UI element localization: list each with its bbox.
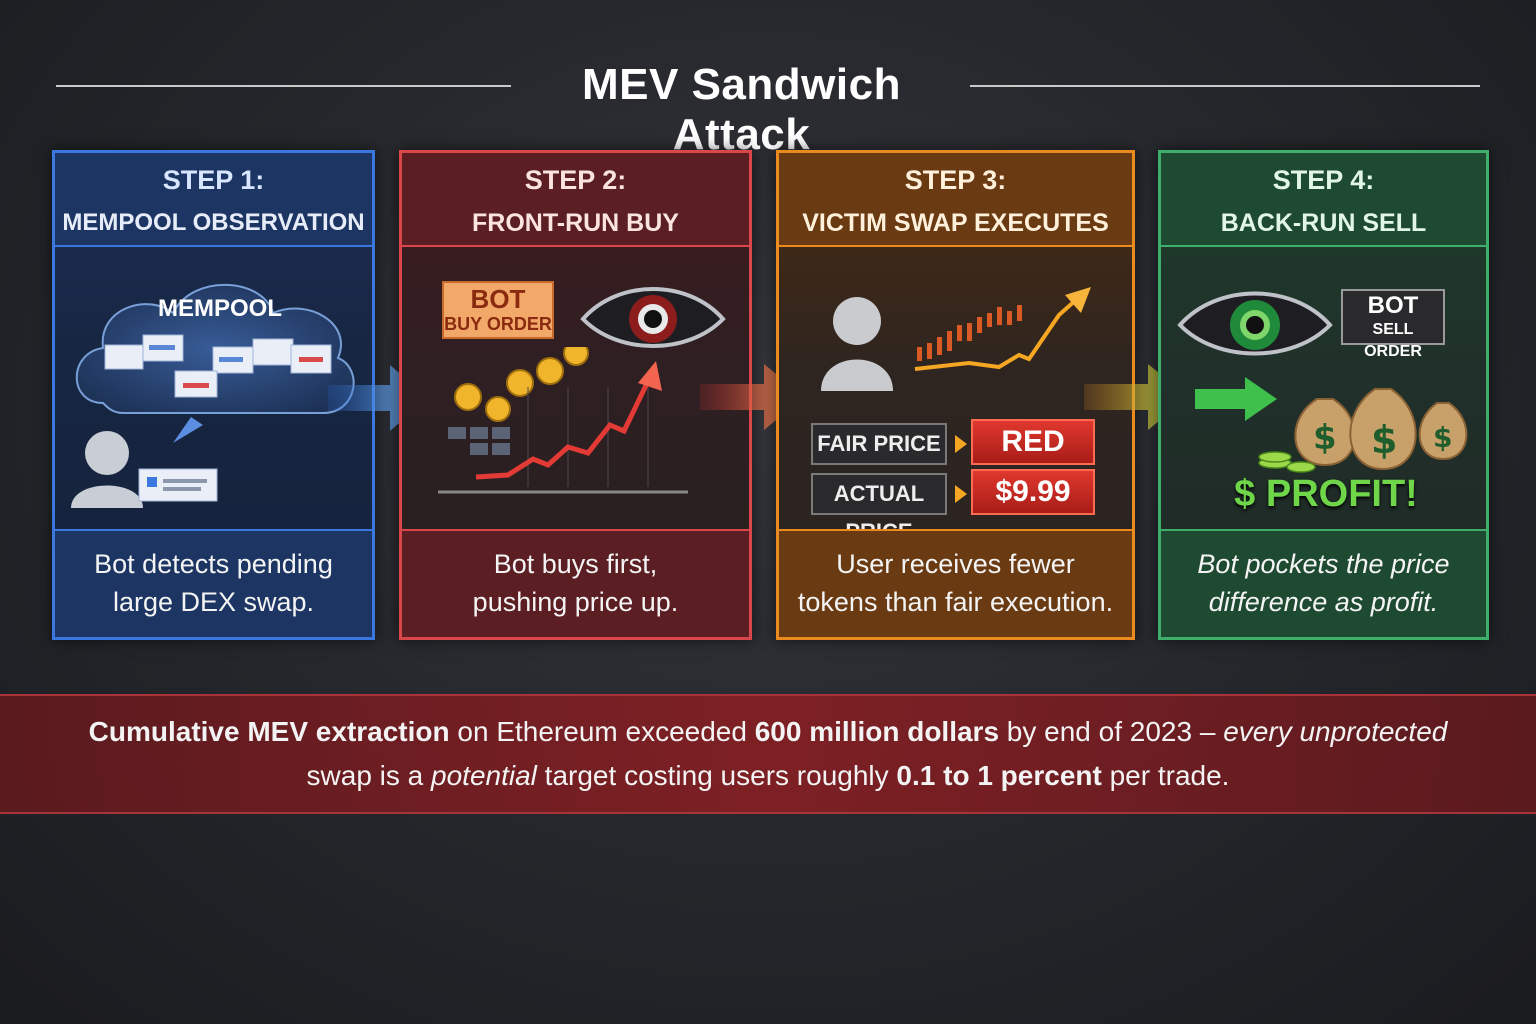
mempool-label: MEMPOOL <box>158 295 282 322</box>
step-2-title: FRONT-RUN BUY <box>472 209 679 237</box>
step-1-desc-line-2: large DEX swap. <box>112 587 315 617</box>
step-2-footer: Bot buys first, pushing price up. <box>402 529 749 637</box>
bot-buy-order-sign: BOT BUY ORDER <box>442 281 554 339</box>
step-1-footer: Bot detects pending large DEX swap. <box>55 529 372 637</box>
step-4-number: STEP 4: <box>1272 165 1375 195</box>
banner-l1-text-b: on Ethereum exceeded <box>449 716 755 747</box>
banner-l1-emph-c: 600 million dollars <box>754 716 1000 747</box>
svg-text:$: $ <box>1433 421 1452 454</box>
step-2-description: Bot buys first, pushing price up. <box>412 545 739 621</box>
mempool-cloud-icon <box>71 283 355 508</box>
step-1-title: MEMPOOL OBSERVATION <box>62 209 365 236</box>
step-2-header: STEP 2: FRONT-RUN BUY <box>402 153 749 247</box>
step-4-desc-line-2: difference as profit. <box>1208 587 1439 617</box>
step-3-number: STEP 3: <box>904 165 1007 195</box>
step-3-desc-line-1: User receives fewer <box>836 549 1075 579</box>
banner-l1-text-d: by end of 2023 – <box>999 716 1224 747</box>
bot-buy-sign-bottom: BUY ORDER <box>444 314 552 334</box>
step-4-header: STEP 4: BACK-RUN SELL <box>1161 153 1486 247</box>
step-1-illustration: MEMPOOL <box>55 247 372 535</box>
profit-label: $ PROFIT! <box>1234 473 1418 515</box>
banner-line-1: Cumulative MEV extraction on Ethereum ex… <box>0 716 1536 748</box>
banner-l1-emph-a: Cumulative MEV extraction <box>88 716 450 747</box>
price-up-chart-icon <box>438 347 688 494</box>
banner-line-2: swap is a potential target costing users… <box>0 760 1536 792</box>
step-1-description: Bot detects pending large DEX swap. <box>65 545 362 621</box>
page-title: MEV Sandwich Attack <box>582 60 901 159</box>
step-1-card: STEP 1: MEMPOOL OBSERVATION <box>52 150 375 640</box>
banner-l2-emph-d: 0.1 to 1 percent <box>896 760 1102 791</box>
bot-eye-icon <box>580 287 726 348</box>
step-3-card: STEP 3: VICTIM SWAP EXECUTES FAIR PRICE … <box>776 150 1135 640</box>
statistic-banner: Cumulative MEV extraction on Ethereum ex… <box>0 694 1536 814</box>
step-1-number: STEP 1: <box>162 165 265 195</box>
banner-l2-text-c: target costing users roughly <box>536 760 897 791</box>
step-1-desc-line-1: Bot detects pending <box>94 549 333 579</box>
actual-price-value: $9.99 <box>971 469 1095 515</box>
bot-sell-order-sign: BOT SELL ORDER <box>1341 289 1445 360</box>
bot-sell-sign-bottom: SELL ORDER <box>1364 321 1422 360</box>
step-4-card: STEP 4: BACK-RUN SELL BOT SELL ORDER $ $… <box>1158 150 1489 640</box>
svg-text:$: $ <box>1371 418 1397 462</box>
step-3-title: VICTIM SWAP EXECUTES <box>802 209 1109 237</box>
step-4-title: BACK-RUN SELL <box>1220 209 1427 237</box>
banner-l1-italic-e: every unprotected <box>1223 716 1448 747</box>
actual-price-label: ACTUAL PRICE <box>811 473 947 544</box>
step-3-footer: User receives fewer tokens than fair exe… <box>779 529 1132 637</box>
step-1-header: STEP 1: MEMPOOL OBSERVATION <box>55 153 372 247</box>
step-4-footer: Bot pockets the price difference as prof… <box>1161 529 1486 637</box>
step-2-illustration: BOT BUY ORDER <box>402 247 749 535</box>
fair-price-value: RED <box>971 419 1095 465</box>
title-divider-right <box>970 85 1480 87</box>
step-3-description: User receives fewer tokens than fair exe… <box>789 545 1122 621</box>
money-bags-icon: $ $ $ <box>1195 377 1468 473</box>
title-divider-left <box>56 85 511 87</box>
step-4-description: Bot pockets the price difference as prof… <box>1171 545 1476 621</box>
banner-l2-text-e: per trade. <box>1101 760 1230 791</box>
title-row: MEV Sandwich Attack <box>56 58 1480 159</box>
price-spike-chart-icon <box>914 287 1091 371</box>
victim-user-icon <box>821 297 893 391</box>
bot-buy-sign-top: BOT <box>470 284 526 314</box>
step-4-illustration: BOT SELL ORDER $ $ $ $ PROFIT! <box>1161 247 1486 535</box>
step-4-desc-line-1: Bot pockets the price <box>1197 549 1450 579</box>
step-2-card: STEP 2: FRONT-RUN BUY BOT BUY ORDER <box>399 150 752 640</box>
banner-l2-italic-b: potential <box>431 760 537 791</box>
fair-price-pointer-icon <box>955 435 967 453</box>
svg-text:$: $ <box>1313 418 1337 458</box>
actual-price-pointer-icon <box>955 485 967 503</box>
step-2-desc-line-1: Bot buys first, <box>493 549 658 579</box>
step-3-header: STEP 3: VICTIM SWAP EXECUTES <box>779 153 1132 247</box>
bot-eye-icon <box>1177 291 1333 356</box>
bot-sell-sign-top: BOT <box>1367 292 1419 319</box>
step-2-number: STEP 2: <box>524 165 627 195</box>
step-2-desc-line-2: pushing price up. <box>472 587 679 617</box>
banner-l2-text-a: swap is a <box>306 760 432 791</box>
step-3-illustration: FAIR PRICE RED ACTUAL PRICE $9.99 <box>779 247 1132 544</box>
step-3-desc-line-2: tokens than fair execution. <box>797 587 1114 617</box>
fair-price-label: FAIR PRICE <box>811 423 947 465</box>
